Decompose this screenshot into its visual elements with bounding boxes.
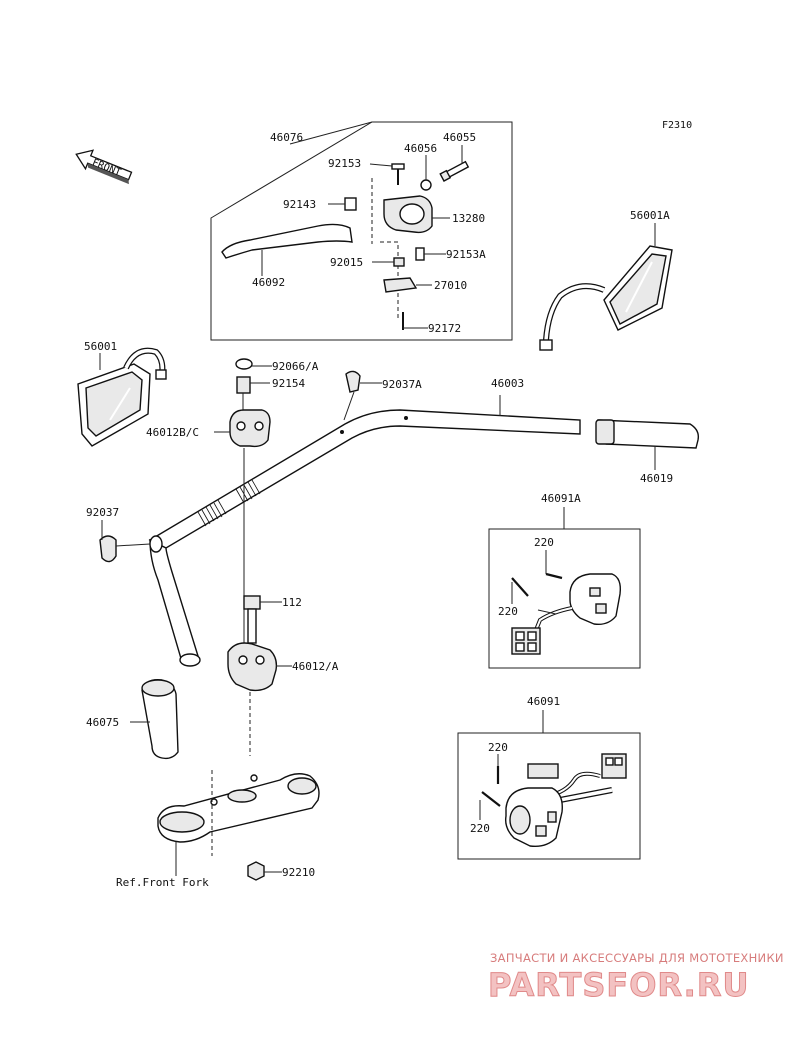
callout-92037A: 92037A xyxy=(382,378,422,391)
clutch-lever-inset: 46076 46092 13280 92153 46056 46055 9214… xyxy=(210,121,513,341)
figure-code: F2310 xyxy=(662,120,692,131)
callout-46092: 46092 xyxy=(252,276,285,289)
cap-and-bolt: 92066/A 92154 xyxy=(235,358,319,412)
callout-46076: 46076 xyxy=(270,131,303,144)
callout-92015: 92015 xyxy=(330,256,363,269)
clutch-lever xyxy=(221,223,353,259)
lower-holder: 46012/A xyxy=(227,642,339,756)
callout-220-rh-a: 220 xyxy=(534,536,554,549)
inset-frame xyxy=(210,121,513,341)
callout-92172: 92172 xyxy=(428,322,461,335)
holder-bolt: 112 xyxy=(243,595,302,644)
callout-92154: 92154 xyxy=(272,377,305,390)
callout-112: 112 xyxy=(282,596,302,609)
callout-46091: 46091 xyxy=(527,695,560,708)
throttle-grip: 46019 xyxy=(595,419,700,485)
switch-rh-inset: 46091A 220 220 xyxy=(488,492,641,669)
callout-46056: 46056 xyxy=(404,142,437,155)
reference-front-fork: Ref.Front Fork xyxy=(116,876,209,889)
cable-clamp: 92037 xyxy=(86,506,151,563)
callout-46012A: 46012/A xyxy=(292,660,339,673)
callout-56001: 56001 xyxy=(84,340,117,353)
callout-92143: 92143 xyxy=(283,198,316,211)
callout-220-lh-b: 220 xyxy=(470,822,490,835)
left-grip: 46075 xyxy=(86,679,179,760)
front-arrow-icon: FRONT xyxy=(75,149,133,185)
callout-56001A: 56001A xyxy=(630,209,670,222)
callout-46012BC: 46012B/C xyxy=(146,426,199,439)
stem-nut: 92210 xyxy=(247,861,315,881)
callout-46075: 46075 xyxy=(86,716,119,729)
clutch-switch xyxy=(383,277,418,293)
callout-46003: 46003 xyxy=(491,377,524,390)
callout-27010: 27010 xyxy=(434,279,467,292)
switch-lh-inset: 46091 220 220 xyxy=(457,695,641,860)
callout-92037: 92037 xyxy=(86,506,119,519)
callout-92066A: 92066/A xyxy=(272,360,319,373)
watermark: ЗАПЧАСТИ И АКСЕССУАРЫ ДЛЯ МОТОТЕХНИКИ PA… xyxy=(488,951,784,1005)
callout-92153: 92153 xyxy=(328,157,361,170)
callout-46055: 46055 xyxy=(443,131,476,144)
mirror-left: 56001 xyxy=(77,340,167,447)
watermark-caption: ЗАПЧАСТИ И АКСЕССУАРЫ ДЛЯ МОТОТЕХНИКИ xyxy=(490,951,784,965)
mirror-right: 56001A xyxy=(539,209,673,351)
watermark-brand: PARTSFOR.RU xyxy=(488,966,749,1004)
front-label: FRONT xyxy=(90,157,122,178)
callout-46091A: 46091A xyxy=(541,492,581,505)
callout-13280: 13280 xyxy=(452,212,485,225)
callout-92210: 92210 xyxy=(282,866,315,879)
handlebar: 46003 xyxy=(148,377,581,667)
callout-46019: 46019 xyxy=(640,472,673,485)
upper-holder: 46012B/C xyxy=(146,409,271,646)
cable-clamp-a: 92037A xyxy=(343,370,422,421)
fork-top-bracket: Ref.Front Fork xyxy=(116,770,320,889)
callout-220-lh-a: 220 xyxy=(488,741,508,754)
lh-inset-frame xyxy=(457,732,641,860)
callout-92153A: 92153A xyxy=(446,248,486,261)
callout-220-rh-b: 220 xyxy=(498,605,518,618)
